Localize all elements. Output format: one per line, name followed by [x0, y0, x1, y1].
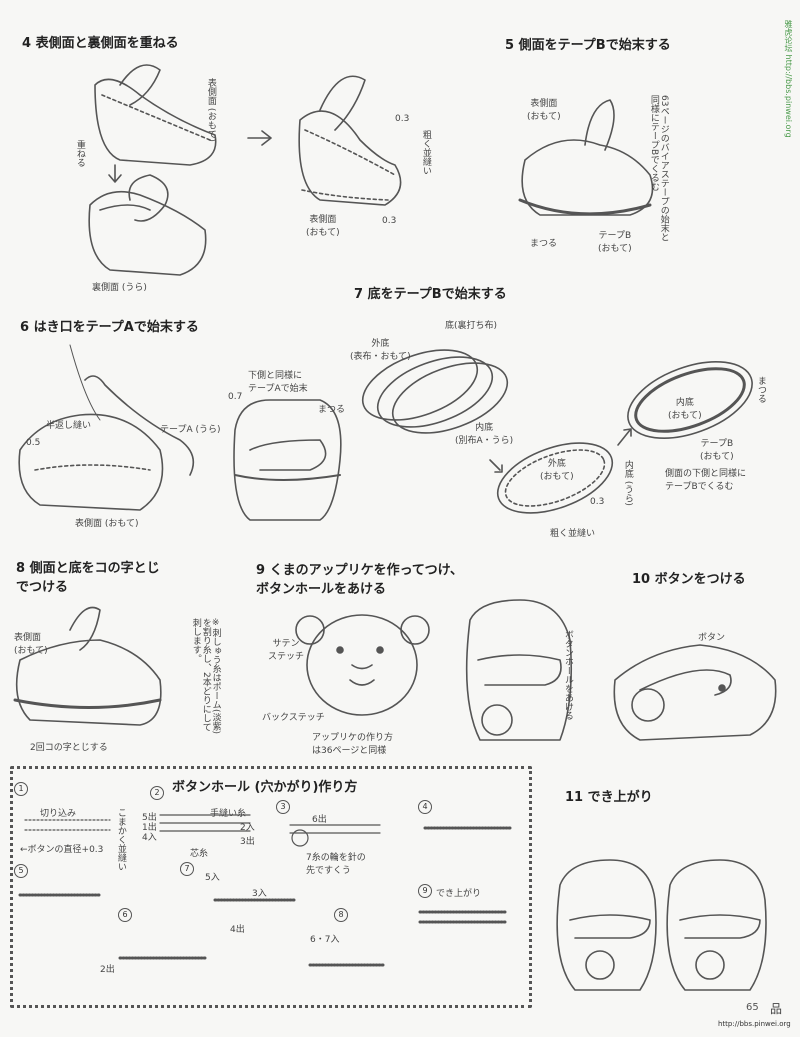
bh-s9-done: でき上がり [436, 889, 482, 899]
label-s8-omote: 表側面 (おもて) [14, 633, 48, 656]
label-s5-note: 63ページのバイアステープの始末と同様にテープBでくるむ [648, 95, 669, 242]
bh-step-7: 7 [180, 862, 194, 876]
arrow-down-right [489, 459, 503, 473]
step-10-heading: 10 ボタンをつける [632, 572, 746, 587]
label-ura-side: 裏側面 (うら) [92, 283, 147, 293]
bh-s2-5de: 5出 [142, 813, 157, 823]
label-s9-applique: アップリケの作り方 は36ページと同様 [312, 733, 394, 756]
buttonhole-box [10, 766, 532, 1008]
label-s7-sotozoko: 外底 (表布・おもて) [350, 339, 411, 362]
sole-single-drawing [496, 442, 614, 514]
bh-s2-shinito: 芯糸 [190, 849, 209, 859]
bh-s1-cut: 切り込み [40, 809, 77, 819]
bh-s1-diam: ←ボタンの直径+0.3 [20, 845, 104, 855]
sole-finished-drawing [627, 361, 753, 439]
label-s6-tape-a: テープA (うら) [160, 425, 221, 435]
side-watermark: 雅虎论坛 http://bbs.pinwei.org [784, 20, 793, 138]
label-s7-note: 側面の下側と同様に テープBでくるむ [665, 469, 747, 492]
label-s10-button: ボタン [698, 633, 726, 643]
label-omote-side: 表側面 (おもて) [205, 78, 216, 142]
label-s7-zoko: 底(裏打ち布) [445, 321, 498, 331]
arrow-up-right [617, 428, 632, 446]
label-s6-shitagawa: 下側と同様に テープAで始末 [248, 371, 308, 394]
hand-sewing-drawing [18, 344, 195, 511]
soles-stack-drawing [361, 349, 509, 434]
label-s9-back: バックステッチ [262, 713, 325, 723]
label-s7-uchizoko3: 内底 (おもて) [668, 398, 702, 421]
bh-step-5: 5 [14, 864, 28, 878]
bh-s7-3iri: 3入 [252, 889, 267, 899]
step-9-heading: 9 くまのアップリケを作ってつけ、 ボタンホールをあける [256, 563, 464, 597]
step-5-heading: 5 側面をテープBで始末する [505, 38, 671, 53]
bear-applique-drawing [295, 614, 430, 716]
label-s7-03: 0.3 [590, 497, 605, 507]
bh-s7-5iri: 5入 [205, 873, 220, 883]
label-s5-matsuru: まつる [530, 239, 558, 249]
shoe-overlap-drawing [298, 75, 402, 206]
label-s6-05: 0.5 [26, 438, 41, 448]
bh-step-6: 6 [118, 908, 132, 922]
shoe-side-drawing-4b [88, 174, 207, 276]
bh-step-3: 3 [276, 800, 290, 814]
shoes-finished-drawing [556, 859, 767, 991]
bh-s1-note: こまかく並縫い [115, 808, 126, 871]
label-arai-nami: 粗く並縫い [420, 130, 431, 175]
step-11-heading: 11 でき上がり [565, 790, 653, 805]
site-logo-icon: 品 [770, 1002, 783, 1016]
bh-s2-2iri: 2入 [240, 823, 255, 833]
label-s7-uchizoko: 内底 (別布A・うら) [455, 423, 514, 446]
label-s6-matsuru: まつる [318, 405, 346, 415]
buttonhole-title: ボタンホール (穴かがり)作り方 [172, 780, 358, 795]
arrow-right [247, 130, 272, 146]
bh-step-1: 1 [14, 782, 28, 796]
label-s9-note: ※刺しゅう糸はポーム(淡紫)を割り糸し、2本どりにして刺します。 [190, 618, 221, 735]
label-s7-matsuru: まつる [755, 376, 766, 403]
shoe-top-view-9 [465, 599, 573, 741]
step-4-heading: 4 表側面と裏側面を重ねる [22, 36, 179, 51]
label-s7-arai: 粗く並縫い [550, 529, 596, 539]
bh-s6-2de: 2出 [100, 965, 115, 975]
bh-s2-4iri: 4入 [142, 833, 157, 843]
bh-step-9: 9 [418, 884, 432, 898]
bh-step-4: 4 [418, 800, 432, 814]
label-kasaneru: 重ねる [74, 140, 85, 167]
shoe-side-drawing-4a [94, 64, 217, 166]
label-s7-tape-b: テープB (おもて) [700, 439, 734, 462]
bh-s3-note: 7糸の輪を針の 先ですくう [306, 853, 366, 876]
bh-s2-1de: 1出 [142, 823, 157, 833]
label-s9-buttonhole: ボタンホールをあける [562, 630, 573, 720]
label-s9-satin: サテン ステッチ [268, 639, 305, 662]
bh-s7-4de: 4出 [230, 925, 245, 935]
bh-s8-67iri: 6・7入 [310, 935, 340, 945]
shoe-join-drawing [13, 606, 162, 726]
footer-url: http://bbs.pinwei.org [718, 1020, 791, 1028]
bh-s3-6de: 6出 [312, 815, 327, 825]
step-8-heading: 8 側面と底をコの字とじ でつける [16, 561, 160, 595]
bh-step-2: 2 [150, 786, 164, 800]
label-s6-07: 0.7 [228, 392, 243, 402]
arrow-down [108, 164, 122, 183]
bh-step-8: 8 [334, 908, 348, 922]
label-s7-sotozoko2: 外底 (おもて) [540, 459, 574, 482]
label-s6-hangaeshi: 半返し縫い [46, 421, 92, 431]
label-s8-koji: 2回コの字とじする [30, 743, 108, 753]
step-7-heading: 7 底をテープBで始末する [354, 287, 507, 302]
label-s5-tape-b: テープB (おもて) [598, 231, 632, 254]
shoe-tape-b-drawing [518, 99, 654, 216]
label-omote-side-2: 表側面 (おもて) [306, 215, 340, 238]
label-s5-omote: 表側面 (おもて) [527, 99, 561, 122]
shoe-front-drawing-6 [233, 399, 342, 521]
label-03-a: 0.3 [395, 114, 410, 124]
shoe-button-drawing [613, 644, 777, 741]
label-03-b: 0.3 [382, 216, 397, 226]
label-s7-uchizoko2: 内底 (うら) [622, 460, 633, 506]
buttonhole-diagrams [18, 814, 512, 967]
bh-s2-3de: 3出 [240, 837, 255, 847]
label-s6-omote: 表側面 (おもて) [75, 519, 139, 529]
step-6-heading: 6 はき口をテープAで始末する [20, 320, 199, 335]
page-number: 65 [746, 1002, 759, 1013]
bh-s2-teito: 手縫い糸 [210, 809, 247, 819]
